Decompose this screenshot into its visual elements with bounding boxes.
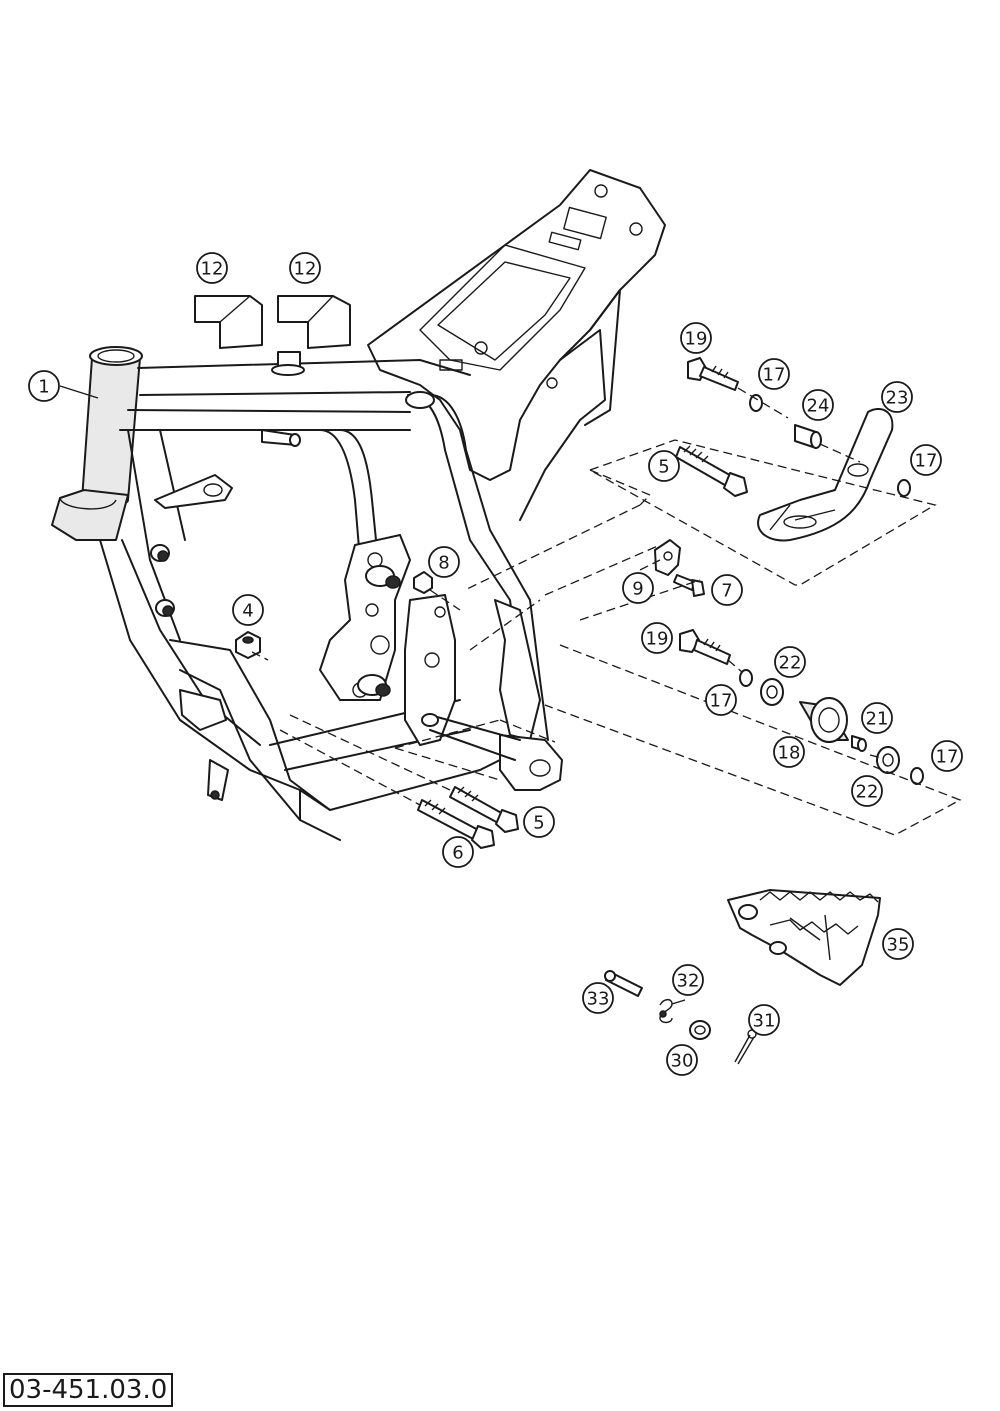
cotter-pin-part xyxy=(734,1029,757,1065)
spring-part xyxy=(659,998,686,1024)
callout-c6: 6 xyxy=(442,836,474,868)
callout-c17d: 17 xyxy=(931,740,963,772)
callout-label: 17 xyxy=(710,691,733,712)
callout-label: 12 xyxy=(294,259,317,280)
clamp-part xyxy=(654,539,681,576)
washer-part xyxy=(739,669,753,687)
callout-c33: 33 xyxy=(582,982,614,1014)
callout-c30: 30 xyxy=(666,1044,698,1076)
callout-label: 9 xyxy=(632,579,643,600)
callout-c17b: 17 xyxy=(910,444,942,476)
callout-c12b: 12 xyxy=(289,252,321,284)
callout-c17c: 17 xyxy=(705,684,737,716)
diagram-code: 03-451.03.0 xyxy=(3,1373,174,1407)
callout-c19a: 19 xyxy=(680,322,712,354)
callout-c8: 8 xyxy=(428,546,460,578)
callout-label: 30 xyxy=(671,1051,694,1072)
callout-label: 8 xyxy=(438,553,449,574)
callout-label: 21 xyxy=(866,709,889,730)
footpeg-part xyxy=(727,889,881,986)
callout-c12a: 12 xyxy=(196,252,228,284)
bearing-part xyxy=(876,746,900,774)
screw-part xyxy=(673,574,705,597)
callout-label: 17 xyxy=(936,747,959,768)
nut-part xyxy=(235,631,261,659)
callout-label: 7 xyxy=(721,581,732,602)
callout-label: 18 xyxy=(778,743,801,764)
callout-label: 4 xyxy=(242,601,253,622)
callout-label: 5 xyxy=(533,813,544,834)
bolt-part xyxy=(687,357,739,391)
frame-protector-part xyxy=(277,295,351,349)
callout-c23: 23 xyxy=(881,381,913,413)
washer-part xyxy=(749,394,763,412)
callout-label: 17 xyxy=(763,365,786,386)
footrest-bracket-part xyxy=(757,408,894,542)
callout-c5b: 5 xyxy=(523,806,555,838)
callout-c9: 9 xyxy=(622,572,654,604)
frame-protector-part xyxy=(194,295,263,349)
roller-part xyxy=(799,697,849,743)
sleeve-part xyxy=(851,735,867,752)
pin-part xyxy=(604,970,643,997)
callout-c22a: 22 xyxy=(774,646,806,678)
callout-label: 32 xyxy=(677,971,700,992)
spacer-part xyxy=(794,424,822,449)
callout-c17a: 17 xyxy=(758,358,790,390)
callout-c7: 7 xyxy=(711,574,743,606)
callout-c31: 31 xyxy=(748,1004,780,1036)
callout-label: 22 xyxy=(856,782,879,803)
callout-c32: 32 xyxy=(672,964,704,996)
callout-label: 33 xyxy=(587,989,610,1010)
callout-c22b: 22 xyxy=(851,775,883,807)
bolt-part xyxy=(449,786,519,833)
small-nut-part xyxy=(413,571,433,594)
callout-c4: 4 xyxy=(232,594,264,626)
callout-label: 5 xyxy=(658,457,669,478)
callout-label: 23 xyxy=(886,388,909,409)
frame xyxy=(51,169,666,841)
callout-labels: 1 4 5 5 6 7 8 9 12 12 17 17 17 17 18 19 19 21 22 22 23 24 30 31… xyxy=(28,252,963,1076)
callout-label: 12 xyxy=(201,259,224,280)
bolt-part xyxy=(675,445,748,497)
bolt-part xyxy=(679,629,731,665)
callout-label: 31 xyxy=(753,1011,776,1032)
callout-label: 1 xyxy=(38,377,49,398)
callout-c5a: 5 xyxy=(648,450,680,482)
callout-c18: 18 xyxy=(773,736,805,768)
callout-label: 19 xyxy=(646,629,669,650)
bolt-part xyxy=(417,799,495,849)
callout-c24: 24 xyxy=(802,389,834,421)
callout-label: 35 xyxy=(887,935,910,956)
callout-c19b: 19 xyxy=(641,622,673,654)
callout-label: 17 xyxy=(915,451,938,472)
washer-part xyxy=(689,1020,711,1040)
callout-label: 19 xyxy=(685,329,708,350)
washer-part xyxy=(897,479,911,497)
callout-c1: 1 xyxy=(28,370,60,402)
callout-label: 24 xyxy=(807,396,830,417)
callout-label: 22 xyxy=(779,653,802,674)
callout-c21: 21 xyxy=(861,702,893,734)
callout-label: 6 xyxy=(452,843,463,864)
bearing-part xyxy=(760,678,784,706)
callout-c35: 35 xyxy=(882,928,914,960)
